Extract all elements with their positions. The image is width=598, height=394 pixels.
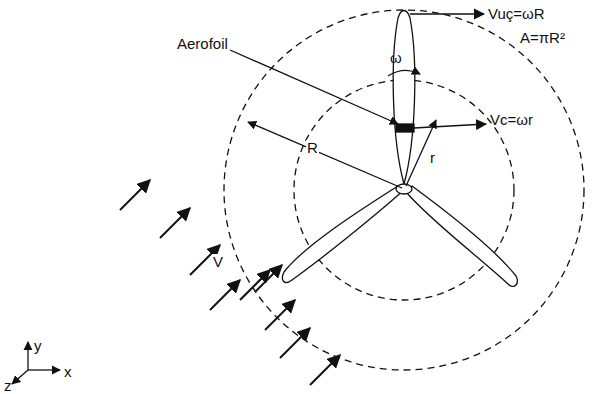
area-label: A=πR²	[520, 30, 565, 45]
wind-label: V	[212, 254, 224, 269]
axis-label: z	[4, 378, 12, 393]
axis-label: x	[64, 364, 72, 379]
radius-label: r	[430, 150, 435, 165]
radius-label: R	[306, 140, 319, 155]
part-label: Aerofoil	[176, 36, 229, 51]
velocity-label: Vuç=ωR	[488, 6, 545, 21]
angular-speed-label: ω	[390, 50, 402, 65]
axis-label: y	[34, 338, 42, 353]
velocity-label: Vc=ωr	[490, 112, 533, 127]
